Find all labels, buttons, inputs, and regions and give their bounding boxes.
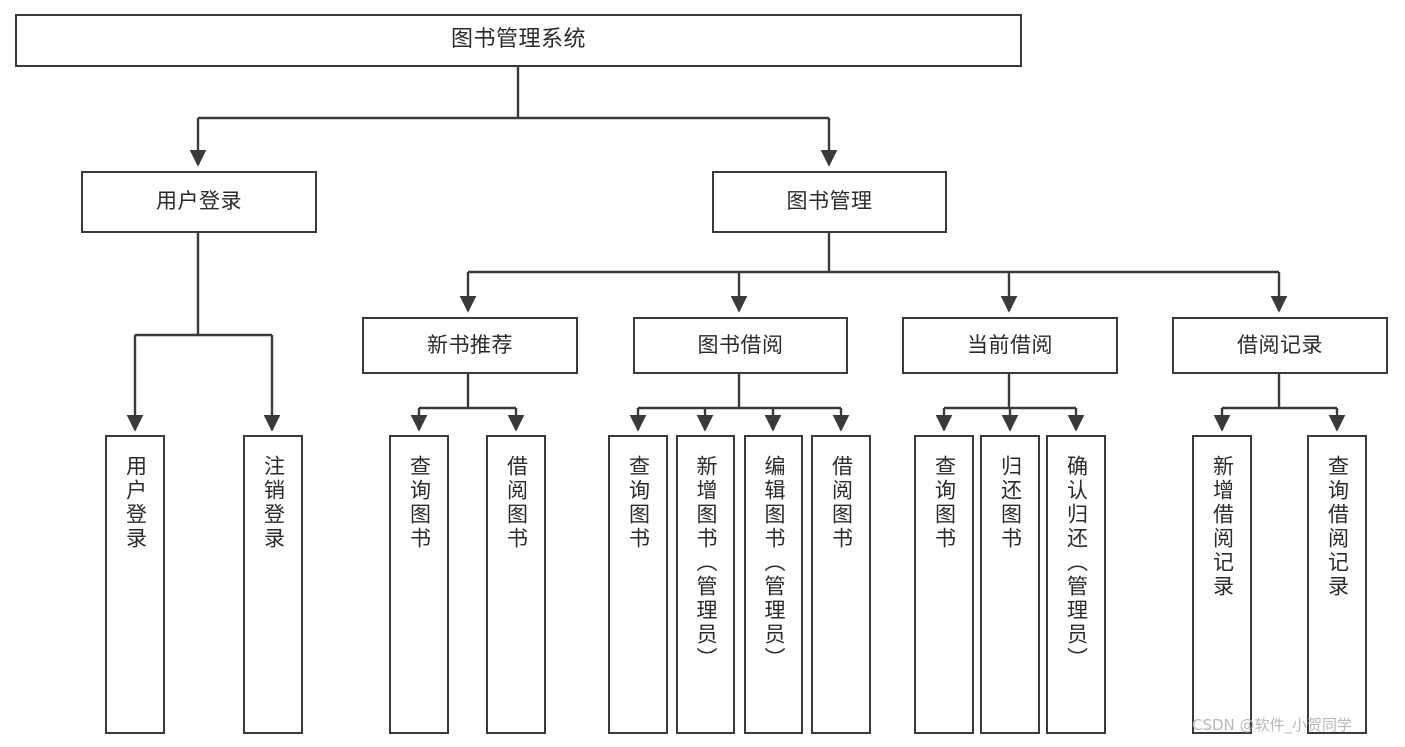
node-leaf-borrow-book-2[interactable]: 借阅图书 (811, 435, 871, 734)
node-label: 图书管理系统 (450, 27, 586, 53)
csdn-watermark: CSDN @软件_小贺同学 (1192, 716, 1353, 734)
node-label: 查询图书 (932, 455, 957, 551)
node-current-borrow[interactable]: 当前借阅 (902, 317, 1118, 374)
node-book-borrow[interactable]: 图书借阅 (633, 317, 848, 374)
node-label: 确认归还（管理员） (1064, 455, 1089, 671)
node-leaf-query-book-3[interactable]: 查询图书 (914, 435, 974, 734)
node-label: 查询图书 (626, 455, 651, 551)
node-label: 用户登录 (156, 189, 242, 214)
node-leaf-confirm-return[interactable]: 确认归还（管理员） (1046, 435, 1106, 734)
node-label: 查询图书 (407, 455, 432, 551)
node-borrow-record[interactable]: 借阅记录 (1172, 317, 1388, 374)
node-label: 用户登录 (123, 455, 148, 551)
node-label: 查询借阅记录 (1325, 455, 1350, 599)
node-label: 新书推荐 (427, 332, 513, 357)
node-leaf-user-login[interactable]: 用户登录 (105, 435, 165, 734)
node-root-system[interactable]: 图书管理系统 (15, 14, 1022, 67)
node-label: 注销登录 (261, 455, 286, 551)
node-label: 编辑图书（管理员） (762, 455, 786, 671)
node-leaf-edit-book[interactable]: 编辑图书（管理员） (744, 435, 803, 734)
node-leaf-query-record[interactable]: 查询借阅记录 (1307, 435, 1367, 734)
node-leaf-add-book[interactable]: 新增图书（管理员） (676, 435, 735, 734)
node-new-book-rec[interactable]: 新书推荐 (362, 317, 578, 374)
node-leaf-add-record[interactable]: 新增借阅记录 (1192, 435, 1252, 734)
node-leaf-return-book[interactable]: 归还图书 (980, 435, 1040, 734)
node-label: 借阅图书 (504, 455, 529, 551)
node-label: 图书管理 (786, 189, 873, 214)
node-label: 当前借阅 (967, 332, 1053, 357)
node-user-login[interactable]: 用户登录 (81, 171, 317, 233)
node-label: 归还图书 (998, 455, 1023, 551)
node-label: 新增借阅记录 (1210, 455, 1235, 599)
node-label: 新增图书（管理员） (694, 455, 718, 671)
node-leaf-query-book-2[interactable]: 查询图书 (608, 435, 668, 734)
node-leaf-query-book-1[interactable]: 查询图书 (389, 435, 449, 734)
node-leaf-borrow-book-1[interactable]: 借阅图书 (486, 435, 546, 734)
node-label: 借阅记录 (1237, 332, 1323, 357)
node-leaf-user-logout[interactable]: 注销登录 (243, 435, 303, 734)
node-book-manage[interactable]: 图书管理 (712, 171, 947, 233)
node-label: 借阅图书 (829, 455, 854, 551)
node-label: 图书借阅 (697, 332, 784, 357)
